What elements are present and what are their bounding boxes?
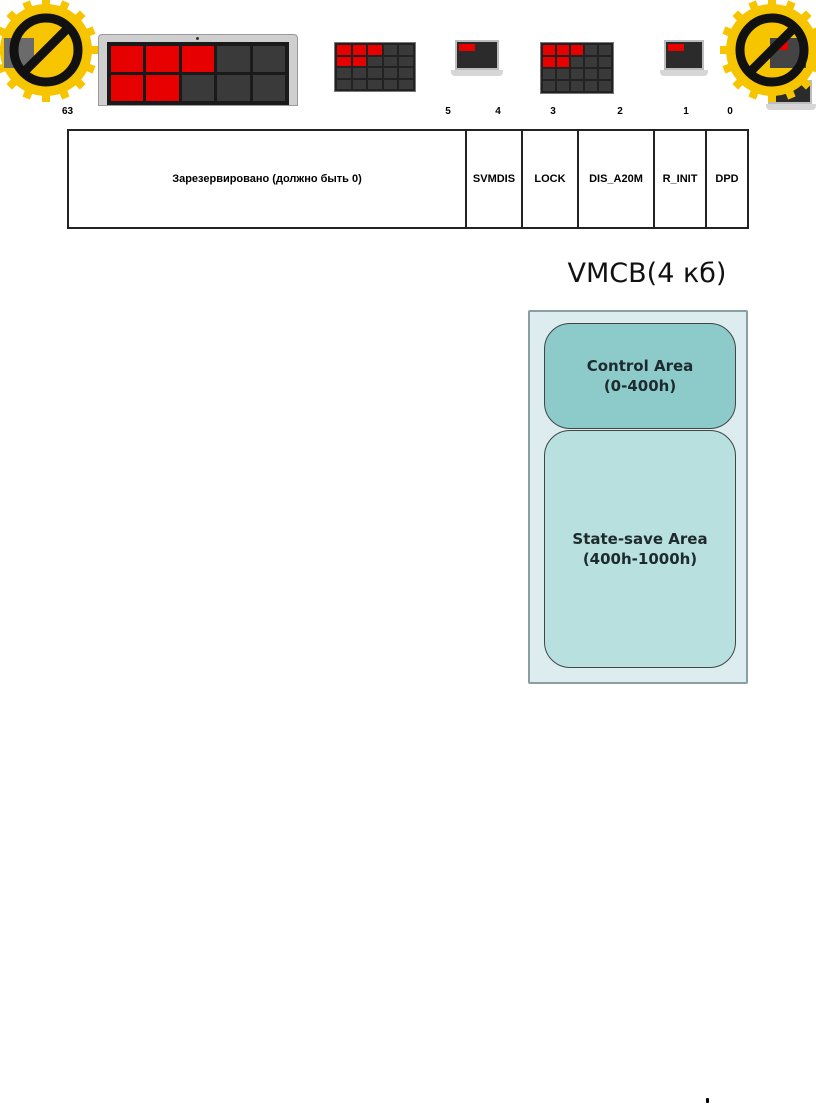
stray-mark <box>706 1098 709 1103</box>
grid-screen-icon <box>334 42 416 92</box>
prohibited-sign-icon <box>720 0 816 102</box>
device-illustration-strip <box>0 0 816 112</box>
state-save-area-box: State-save Area (400h-1000h) <box>544 430 736 668</box>
field-reserved: Зарезервировано (должно быть 0) <box>69 131 467 227</box>
control-area-label: Control Area <box>586 357 694 375</box>
field-dis-a20m: DIS_A20M <box>579 131 655 227</box>
bit-number-3: 3 <box>550 106 556 117</box>
bit-number-0: 0 <box>727 106 733 117</box>
register-field-table: Зарезервировано (должно быть 0) SVMDIS L… <box>67 129 749 229</box>
monitor-icon <box>98 34 298 106</box>
prohibited-sign-icon <box>0 0 98 102</box>
grid-screen-icon <box>540 42 614 94</box>
bit-number-4: 4 <box>495 106 501 117</box>
field-dpd: DPD <box>715 173 739 185</box>
bit-number-2: 2 <box>617 106 623 117</box>
state-save-area-range: (400h-1000h) <box>582 550 698 568</box>
bit-number-63: 63 <box>62 106 74 117</box>
control-area-box: Control Area (0-400h) <box>544 323 736 429</box>
field-r-init: R_INIT <box>655 131 707 227</box>
state-save-area-label: State-save Area <box>572 530 708 548</box>
field-svmdis: SVMDIS <box>467 131 523 227</box>
vmcb-title: VMCB(4 кб) <box>567 258 727 289</box>
control-area-range: (0-400h) <box>603 377 677 395</box>
field-lock: LOCK <box>523 131 579 227</box>
bit-number-5: 5 <box>445 106 451 117</box>
bit-number-1: 1 <box>683 106 689 117</box>
